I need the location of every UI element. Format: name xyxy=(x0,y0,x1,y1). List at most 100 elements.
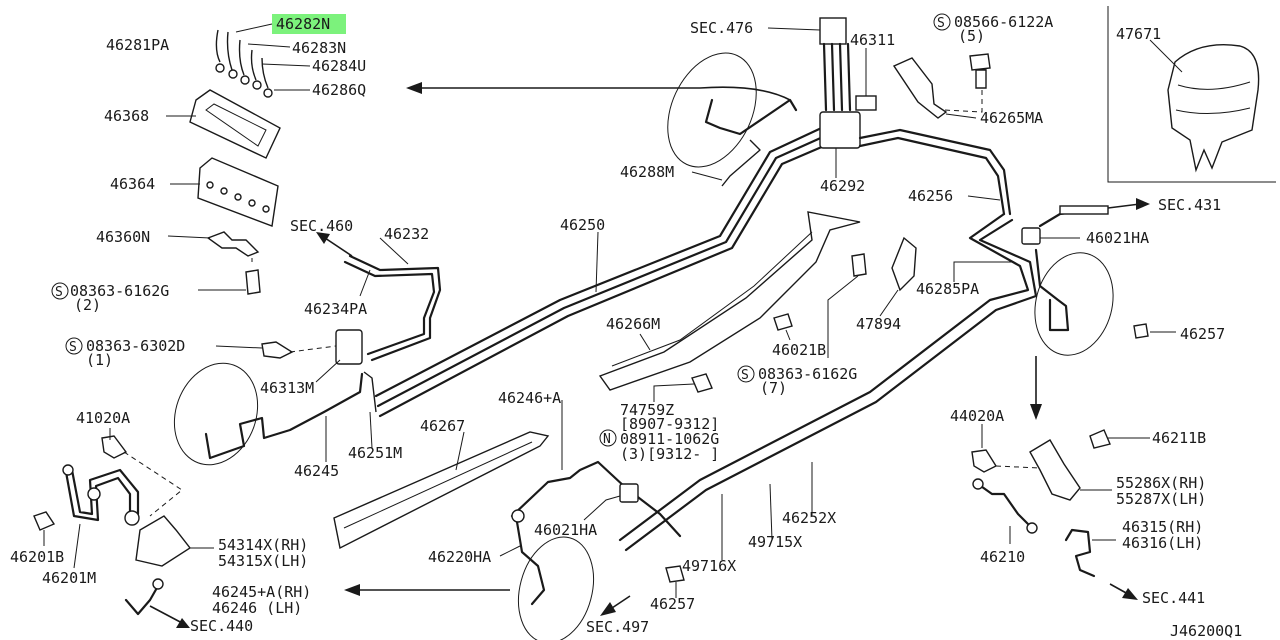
label-46250: 46250 xyxy=(560,216,605,234)
label-46245a-rh: 46245+A(RH) xyxy=(212,583,311,601)
label-sec440: SEC.440 xyxy=(190,617,253,635)
label-46257-b: 46257 xyxy=(650,595,695,613)
label-46281pa: 46281PA xyxy=(106,36,169,54)
label-46201b: 46201B xyxy=(10,548,64,566)
part-55286x-bracket xyxy=(1029,439,1081,501)
label-range-8907: [8907-9312] xyxy=(620,415,719,433)
label-46211b: 46211B xyxy=(1152,429,1206,447)
leader-46250 xyxy=(595,231,599,293)
part-47894-bracket xyxy=(891,236,917,292)
label-46284u: 46284U xyxy=(312,57,366,75)
label-08363-6162g-a: 08363-6162G xyxy=(70,282,169,300)
arrow-head-sec497 xyxy=(600,602,616,616)
label-08911-1062g: 08911-1062G xyxy=(620,430,719,448)
leader-46288m xyxy=(691,171,723,181)
part-46364-holes xyxy=(206,181,270,213)
part-54314x-bracket xyxy=(135,515,192,567)
part-47671-cover xyxy=(1167,44,1260,173)
part-46311-block xyxy=(819,17,847,45)
rear-bottom-disc xyxy=(518,536,594,640)
rear-right-disc xyxy=(1034,252,1114,356)
pipe-46232 xyxy=(348,254,442,362)
label-46285pa: 46285PA xyxy=(916,280,979,298)
label-qty-5: (5) xyxy=(958,27,985,45)
arrow-head-left-1 xyxy=(406,82,422,94)
bolt-08363-6162g-a xyxy=(245,269,261,295)
pipe-46288m xyxy=(704,98,798,136)
pipe-46256-main-b xyxy=(624,218,1038,552)
label-qty-1: (1) xyxy=(86,351,113,369)
fitting-46201m-mid xyxy=(87,487,101,501)
hose-sec431 xyxy=(1059,205,1109,215)
label-49716x: 49716X xyxy=(682,557,736,575)
label-46252x: 46252X xyxy=(782,509,836,527)
label-46368: 46368 xyxy=(104,107,149,125)
rear-left-disc xyxy=(667,52,757,168)
label-46292: 46292 xyxy=(820,177,865,195)
bolt-41020a xyxy=(101,435,128,459)
part-46021ha-b xyxy=(619,483,639,503)
label-46286q: 46286Q xyxy=(312,81,366,99)
label-08363-6302d: 08363-6302D xyxy=(86,337,185,355)
leader-08363-6162g-b xyxy=(827,275,859,358)
label-sec460: SEC.460 xyxy=(290,217,353,235)
pipe-46250-c xyxy=(378,138,840,418)
pipe-right-disc xyxy=(1034,248,1070,332)
pipe-46220ha xyxy=(514,514,546,606)
label-46220ha: 46220HA xyxy=(428,548,491,566)
part-46313m-connector xyxy=(335,329,363,365)
label-sec476: SEC.476 xyxy=(690,19,753,37)
part-46281pa-pipes xyxy=(215,29,269,89)
label-44020a: 44020A xyxy=(950,407,1004,425)
label-qty-3-range: (3)[9312- ] xyxy=(620,445,719,463)
label-46360n: 46360N xyxy=(96,228,150,246)
pipe-46245a xyxy=(124,584,160,616)
label-46364: 46364 xyxy=(110,175,155,193)
label-46267: 46267 xyxy=(420,417,465,435)
part-46292-connector xyxy=(819,111,861,149)
leader-47671 xyxy=(1149,39,1183,73)
leader-49715x xyxy=(769,483,773,541)
fitting-46220ha xyxy=(511,509,525,523)
label-46245: 46245 xyxy=(294,462,339,480)
leader-46284u xyxy=(261,63,311,67)
dash-bolt-6302d xyxy=(289,345,337,353)
pipe-to-46256-b xyxy=(858,136,1006,216)
fitting-46210-a xyxy=(972,478,984,490)
label-46283n: 46283N xyxy=(292,39,346,57)
label-46256: 46256 xyxy=(908,187,953,205)
dash-46265ma xyxy=(943,90,983,113)
label-46288m: 46288M xyxy=(620,163,674,181)
hose-46210 xyxy=(976,482,1032,528)
label-47894: 47894 xyxy=(856,315,901,333)
label-74759z: 74759Z xyxy=(620,401,674,419)
label-46201m: 46201M xyxy=(42,569,96,587)
pipe-46288m-b xyxy=(721,139,761,187)
label-49715x: 49715X xyxy=(748,533,802,551)
label-46021ha-b: 46021HA xyxy=(534,521,597,539)
bolt-08363-6302d xyxy=(261,341,294,359)
label-46251m: 46251M xyxy=(348,444,402,462)
arrow-head-sec460 xyxy=(316,232,330,244)
pipes-to-unit xyxy=(822,42,852,112)
pipe-46256-main xyxy=(618,212,1030,542)
pipe-46245 xyxy=(204,372,364,460)
leader-08363-6302d xyxy=(215,345,263,349)
s-mark-08363-a: S xyxy=(51,282,69,300)
clip-74759z xyxy=(691,373,713,393)
arrow-to-sec476 xyxy=(410,86,791,101)
leader-46232 xyxy=(379,237,409,265)
hose-46201m-b xyxy=(70,468,140,516)
part-46201b-clip xyxy=(33,511,56,531)
fitting-46201m-end xyxy=(124,510,140,526)
leader-46220ha xyxy=(499,545,521,557)
arrow-to-sec431 xyxy=(1107,203,1141,209)
pipe-to-46256 xyxy=(858,128,1012,216)
pipe-46250-b xyxy=(376,130,836,408)
n-mark-08911: N xyxy=(599,429,617,447)
fitting-46201m-top xyxy=(62,464,74,476)
leader-46267 xyxy=(455,431,465,471)
arrow-head-sec441 xyxy=(1122,588,1138,600)
pipe-46232-b xyxy=(343,260,436,356)
